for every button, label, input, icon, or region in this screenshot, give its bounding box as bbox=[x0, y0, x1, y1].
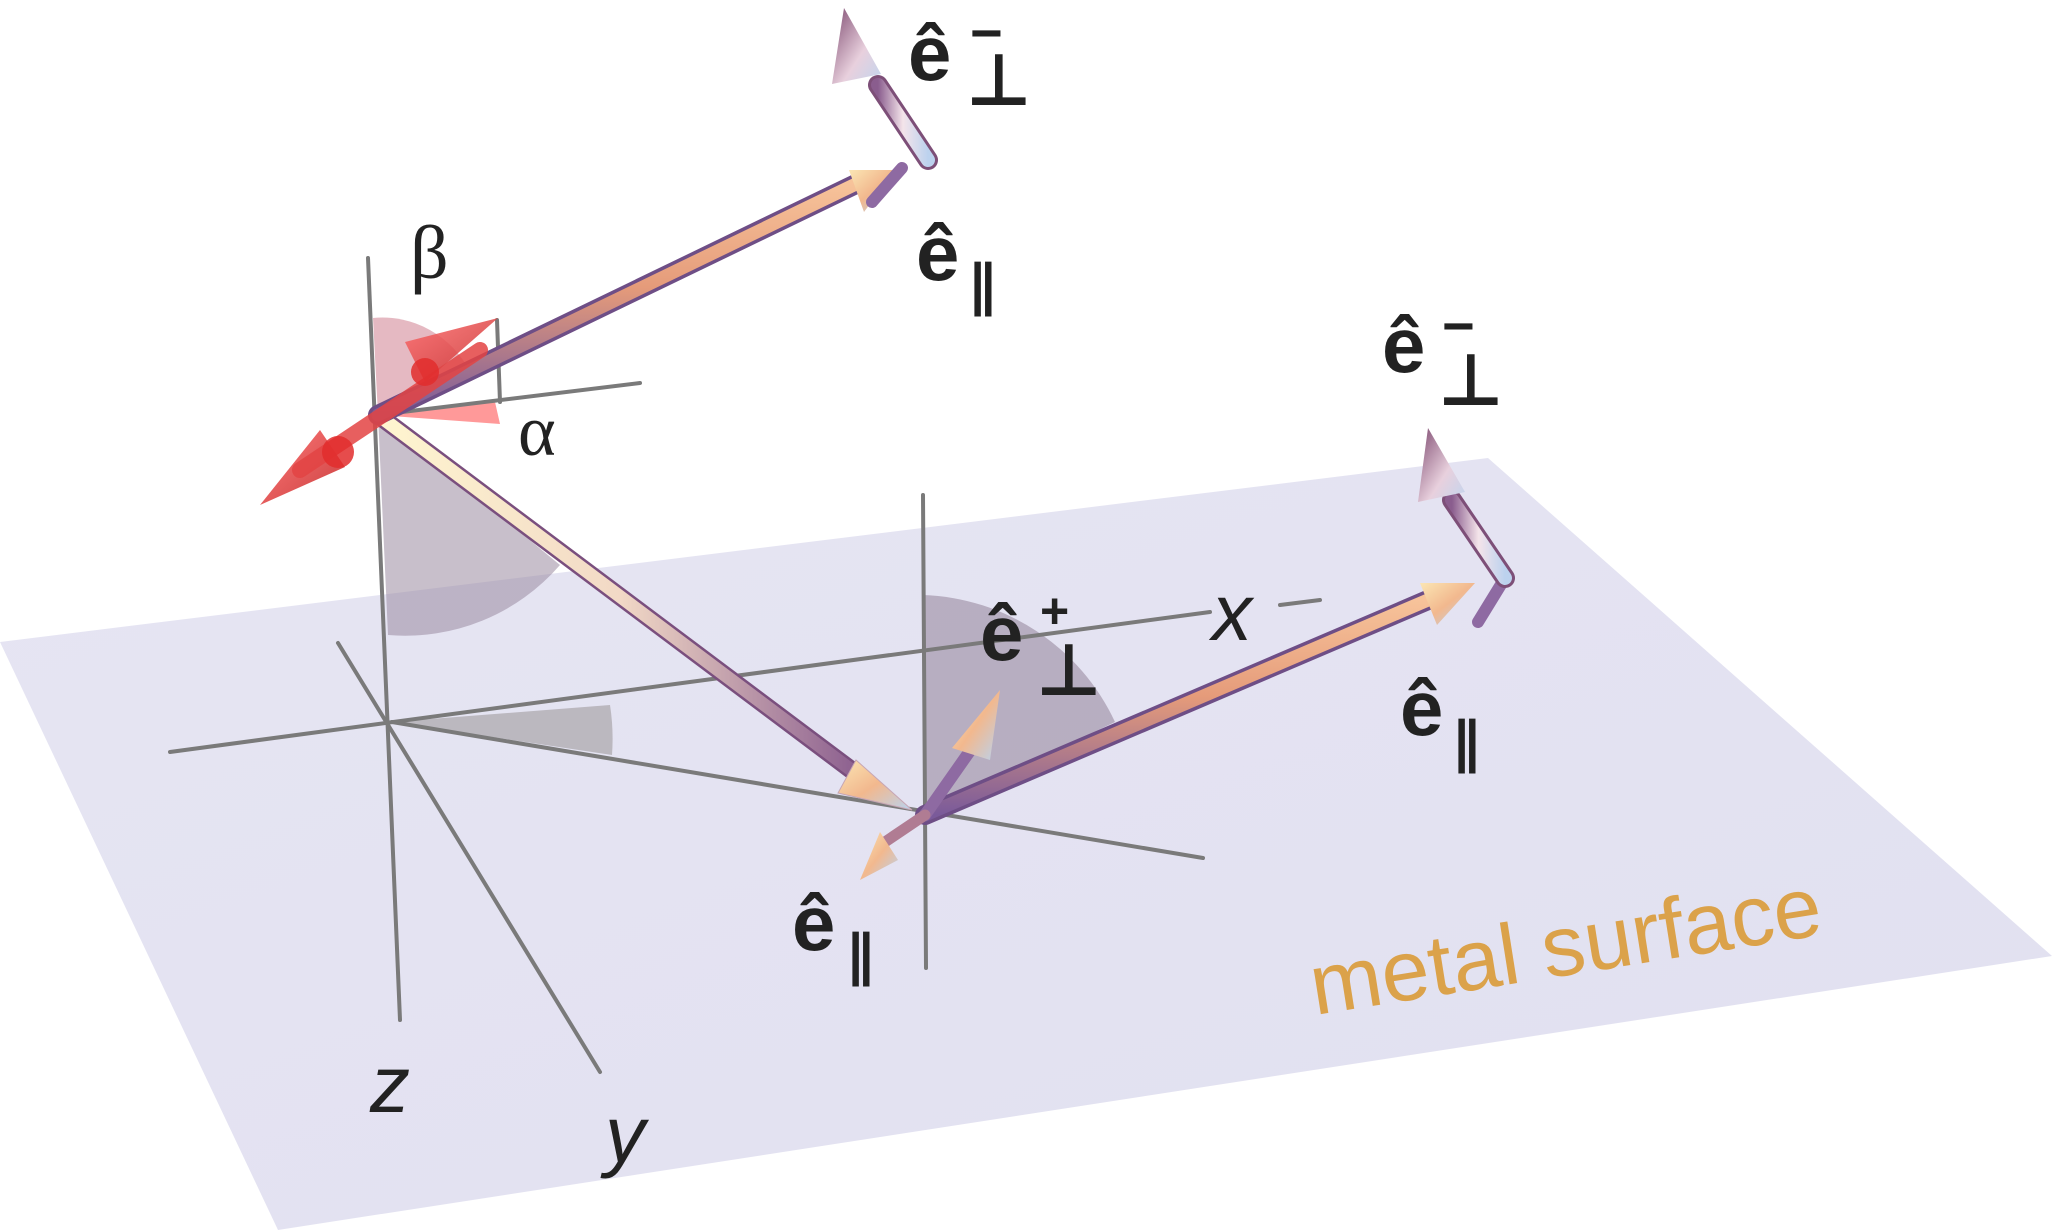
svg-text:ê: ê bbox=[792, 879, 835, 967]
x-axis-tick bbox=[1278, 598, 1322, 607]
azimuth-wedge bbox=[392, 705, 613, 755]
label-e-perp-minus-lower: ê − ⊥ bbox=[1382, 294, 1504, 421]
svg-text:+: + bbox=[1040, 583, 1069, 639]
svg-text:ê: ê bbox=[980, 589, 1023, 677]
svg-text:∥: ∥ bbox=[846, 924, 874, 987]
svg-text:ê: ê bbox=[1382, 301, 1425, 389]
top-reference-line bbox=[376, 381, 642, 417]
svg-text:⊥: ⊥ bbox=[1036, 631, 1102, 711]
y-axis-line bbox=[336, 641, 602, 1074]
svg-text:⊥: ⊥ bbox=[966, 41, 1032, 121]
svg-text:ê: ê bbox=[908, 9, 951, 97]
svg-text:⊥: ⊥ bbox=[1438, 341, 1504, 421]
svg-text:ê: ê bbox=[916, 209, 959, 297]
svg-text:ê: ê bbox=[1400, 664, 1443, 752]
label-e-par-lower-right: ê ∥ bbox=[1400, 664, 1480, 774]
polarization-red-arrows bbox=[260, 318, 498, 505]
label-e-perp-plus: ê + ⊥ bbox=[980, 583, 1102, 711]
reflection-normal-line bbox=[921, 493, 928, 970]
alpha-label: α bbox=[518, 391, 556, 471]
x-axis-line bbox=[168, 610, 1212, 754]
metal-surface-plane bbox=[0, 458, 2052, 1230]
axes bbox=[168, 256, 1322, 1074]
x-axis-label: x bbox=[1208, 568, 1255, 657]
surface-small-arrows bbox=[860, 690, 1000, 880]
upper-perp-arrow bbox=[832, 8, 938, 170]
label-e-perp-minus-upper: ê − ⊥ bbox=[908, 1, 1032, 121]
svg-text:∥: ∥ bbox=[968, 254, 996, 317]
incident-beam-arrow bbox=[369, 406, 913, 811]
y-axis-label: y bbox=[600, 1090, 650, 1179]
lower-beam-arrow bbox=[915, 572, 1511, 825]
theta-in-wedge bbox=[378, 415, 560, 636]
beta-label: β bbox=[410, 211, 449, 295]
upper-beam-arrow bbox=[368, 162, 908, 425]
label-e-par-upper: ê ∥ bbox=[916, 209, 996, 317]
incidence-projection-line bbox=[390, 720, 1205, 860]
svg-text:∥: ∥ bbox=[1452, 711, 1480, 774]
lower-perp-arrow bbox=[1418, 428, 1515, 588]
alpha-wedge bbox=[378, 402, 500, 424]
svg-text:−: − bbox=[970, 1, 1003, 64]
z-axis-line bbox=[366, 256, 402, 1022]
label-e-par-bottom: ê ∥ bbox=[792, 879, 874, 987]
svg-text:−: − bbox=[1442, 294, 1475, 357]
z-axis-label: z bbox=[369, 1040, 410, 1129]
